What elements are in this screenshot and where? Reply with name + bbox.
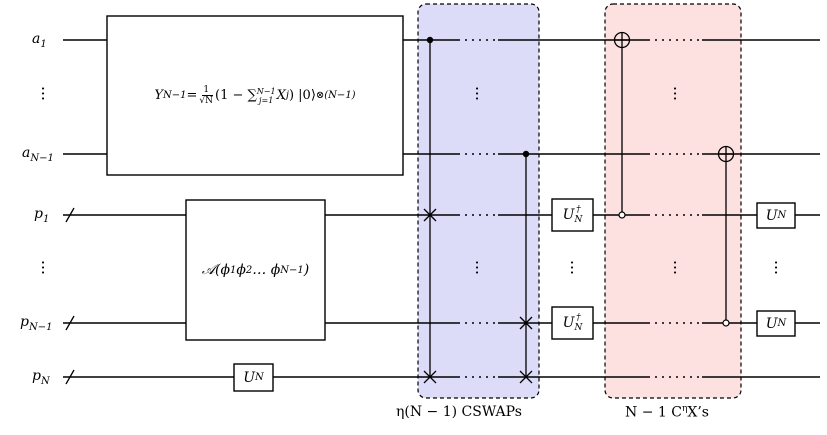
wire-pN xyxy=(63,369,820,385)
udag-gate-pN-1-box xyxy=(551,306,594,340)
caption-cnx: N − 1 CηX’s xyxy=(625,404,709,421)
un-gate-pN-1-box xyxy=(756,310,796,337)
label-p1: p1 xyxy=(34,206,50,225)
label-pN-1: pN−1 xyxy=(20,314,53,333)
cnx-region xyxy=(604,3,742,399)
cswap-region xyxy=(417,3,540,399)
un-gate-pN-box xyxy=(233,363,274,392)
label-aN-1: aN−1 xyxy=(22,145,54,164)
vdots-cnx-p: ··· xyxy=(672,253,678,282)
vdots-left-p: ··· xyxy=(40,253,46,282)
udag-gate-p1-box xyxy=(551,198,594,232)
cnx-gate-1 xyxy=(613,31,631,219)
control-dot xyxy=(522,150,530,158)
vdots-cnx-a: ··· xyxy=(672,79,678,108)
vdots-udag: ··· xyxy=(569,253,575,282)
wire-p1 xyxy=(63,207,820,223)
label-pN: pN xyxy=(32,368,50,387)
wire-pN-1 xyxy=(63,315,820,331)
open-control xyxy=(618,211,626,219)
udag-gate-p1-label: U†N xyxy=(562,205,583,225)
vdots-cswap-a: ··· xyxy=(474,79,480,108)
cswap-1 xyxy=(423,36,437,384)
caption-cswaps: η(N − 1) CSWAPs xyxy=(396,404,522,420)
control-dot xyxy=(426,36,434,44)
vdots-left-a: ··· xyxy=(40,79,46,108)
vdots-cswap-p: ··· xyxy=(474,253,480,282)
vdots-un: ··· xyxy=(773,253,779,282)
cswap-2 xyxy=(519,150,533,384)
open-control xyxy=(722,319,730,327)
label-a1: a1 xyxy=(32,31,47,50)
cnx-gate-2 xyxy=(717,145,735,327)
udag-gate-pN-1-label: U†N xyxy=(562,313,583,333)
a-gate-box xyxy=(185,199,326,341)
un-gate-p1-box xyxy=(756,202,796,229)
y-gate-box xyxy=(106,15,404,176)
